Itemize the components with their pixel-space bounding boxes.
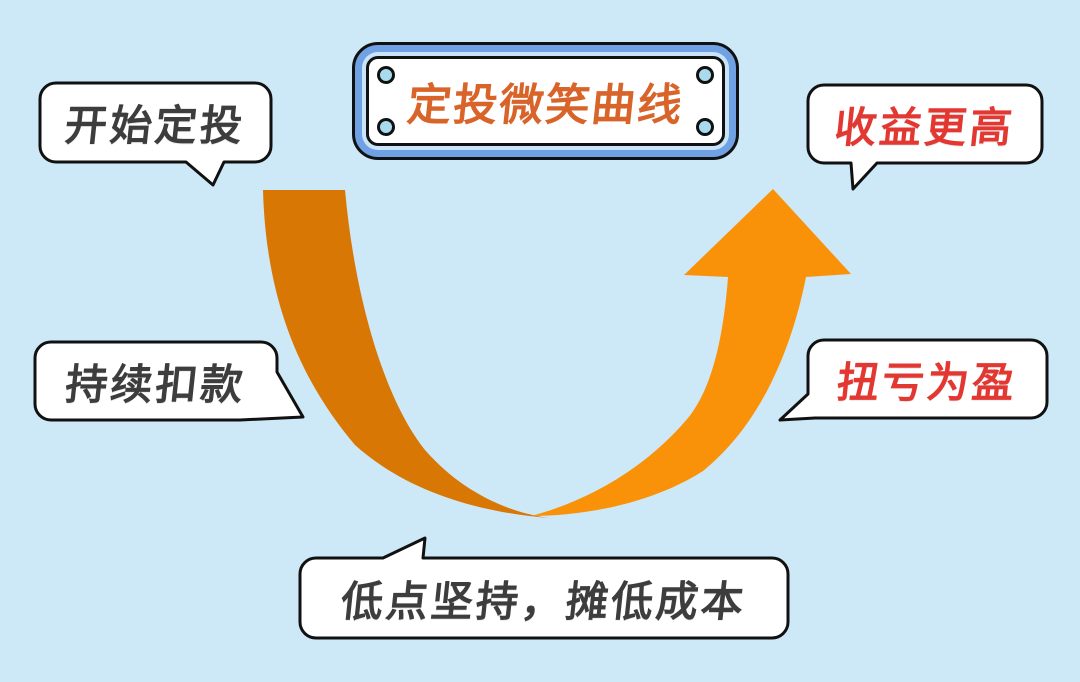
speech-bubble-return xyxy=(806,83,1044,191)
smile-curve-arrow xyxy=(531,189,851,516)
bubble-label-turn-profit: 扭亏为盈 xyxy=(834,358,1020,406)
bubble-label-keep-deducting: 持续扣款 xyxy=(63,360,249,408)
smile-curve-left-arm xyxy=(263,190,549,518)
title-badge-panel: 定投微笑曲线 xyxy=(366,56,725,146)
screw-icon xyxy=(696,66,714,84)
bubble-label-higher-return: 收益更高 xyxy=(832,103,1018,151)
speech-bubble-keep xyxy=(33,340,305,422)
speech-bubble-bottom xyxy=(298,536,790,640)
page-title: 定投微笑曲线 xyxy=(404,81,686,130)
title-badge: 定投微笑曲线 xyxy=(352,42,739,160)
bubble-label-hold-at-low: 低点坚持，摊低成本 xyxy=(338,577,749,625)
speech-bubble-start xyxy=(38,81,273,187)
screw-icon xyxy=(377,66,395,84)
bubble-label-start: 开始定投 xyxy=(62,102,248,149)
screw-icon xyxy=(377,118,395,136)
screw-icon xyxy=(696,118,714,136)
speech-bubble-profit xyxy=(778,338,1049,422)
